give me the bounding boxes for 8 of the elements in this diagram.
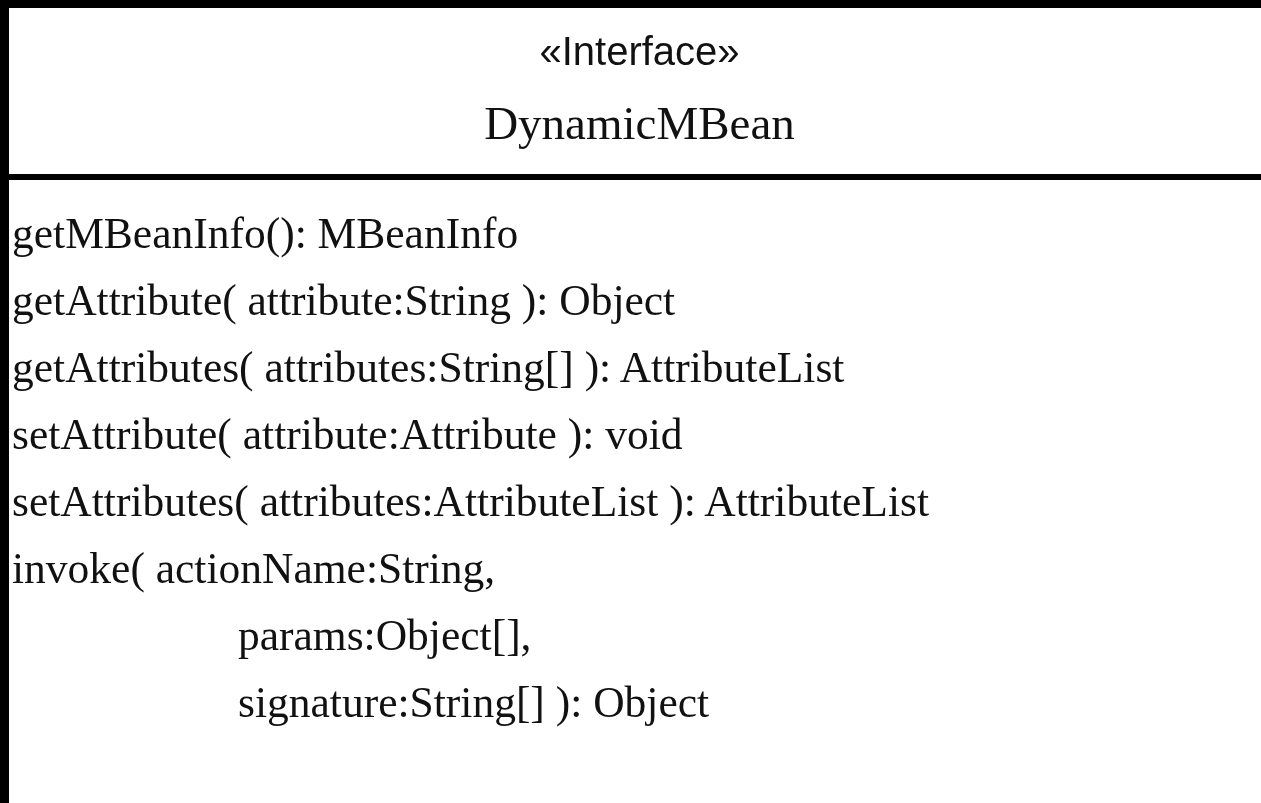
method-signature: setAttributes( attributes:AttributeList ): AttributeList (12, 476, 929, 527)
class-name: DynamicMBean (483, 96, 796, 150)
method-signature: setAttribute( attribute:Attribute ): void (12, 409, 683, 461)
method-signature: getAttribute( attribute:String ): Object (12, 275, 676, 327)
method-signature: getMBeanInfo(): MBeanInfo (12, 208, 519, 260)
stereotype-label: «Interface» (538, 28, 741, 74)
method-signature: getAttributes( attributes:String[] ): AttributeList (12, 342, 845, 394)
method-signature: invoke( actionName:String, params:Object[], signature:String[] ): Object (12, 543, 710, 729)
